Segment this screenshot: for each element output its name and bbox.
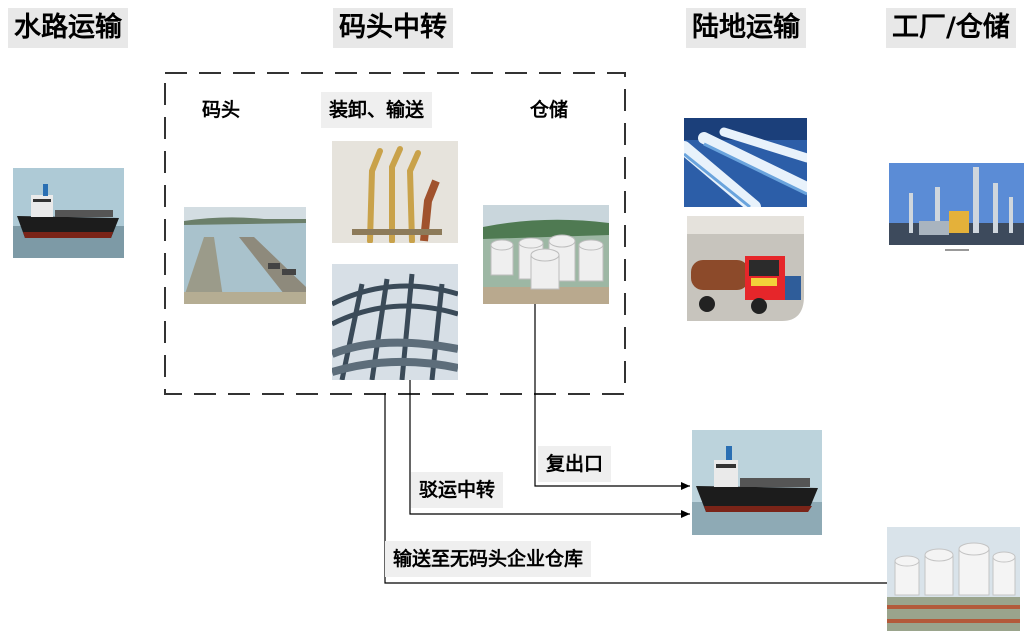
refinery-photo [889,163,1024,259]
jetty-photo [184,207,306,304]
header-land-transport: 陆地运输 [686,8,806,48]
pipework-photo [332,264,458,380]
pipeline-photo [684,118,807,207]
label-wharf: 码头 [202,99,241,121]
label-reexport: 复出口 [538,446,612,482]
tanker-ship-icon [13,168,124,258]
arrow-convey [384,393,898,587]
label-loading-conveying: 装卸、输送 [321,92,433,128]
storage-tanks-photo [887,527,1020,631]
header-water-transport: 水路运输 [8,8,128,48]
label-lighter-transfer: 驳运中转 [411,472,504,508]
arrow-lighter [409,379,690,518]
loading-arms-photo [332,141,458,243]
label-storage: 仓储 [530,99,569,121]
label-convey-to-warehouse: 输送至无码头企业仓库 [385,541,592,577]
header-factory-storage: 工厂/仓储 [886,8,1016,48]
tanker-ship-right-photo [692,430,822,535]
tank-truck-photo [687,216,804,321]
arrow-reexport [534,303,690,490]
dock-frame [164,72,626,395]
header-dock-transfer: 码头中转 [333,8,453,48]
tank-farm-photo [483,205,609,304]
